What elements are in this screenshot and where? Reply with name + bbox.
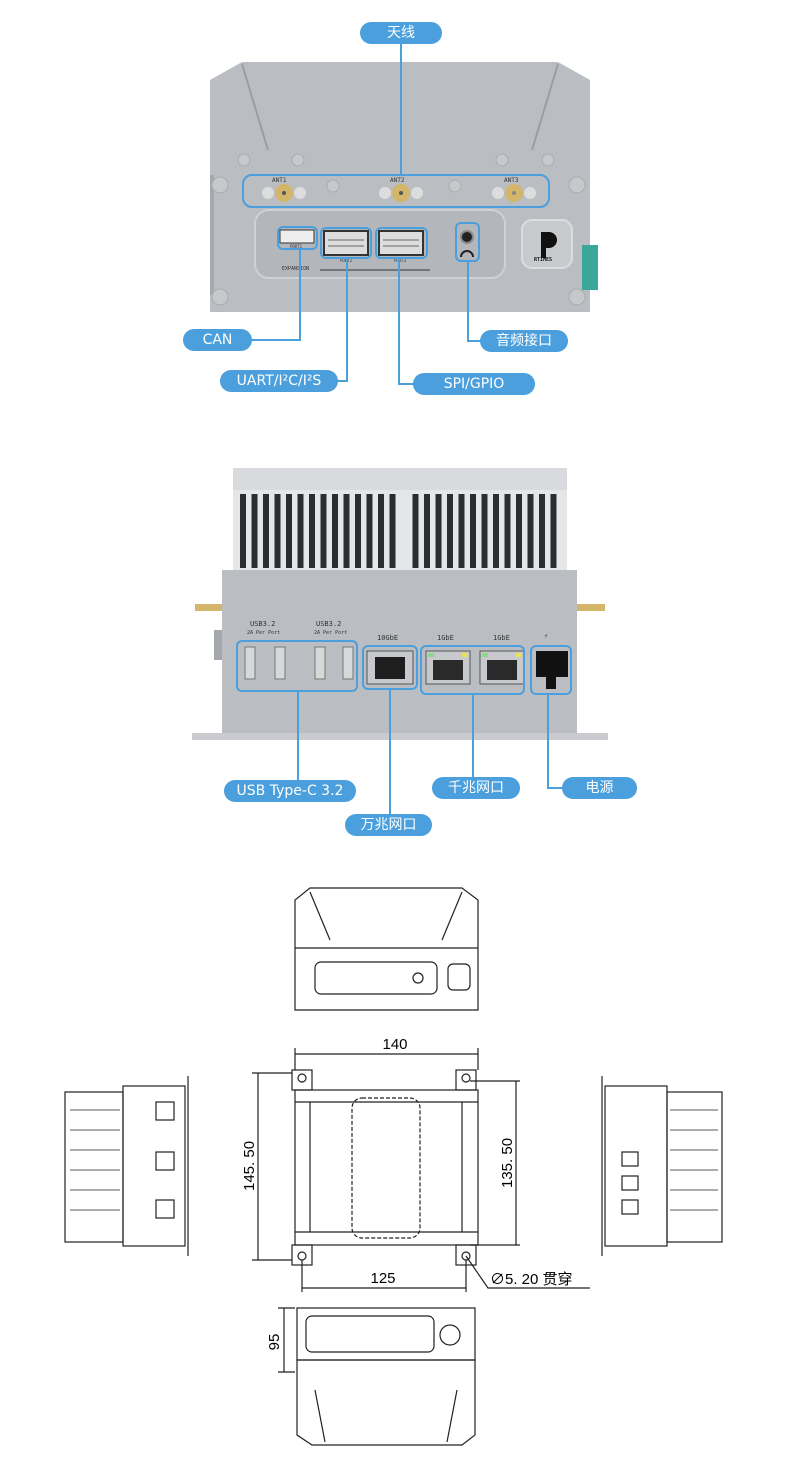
spi-gpio-callout: SPI/GPIO [413, 373, 535, 395]
ant1-label: ANT1 [272, 177, 287, 184]
heatsink-fin [320, 494, 327, 568]
heatsink-fin [366, 494, 373, 568]
hole-spacing-height: 135. 50 [499, 1138, 516, 1188]
dimension-drawings: 140 145. 50 135. 50 125 ∅5. 20 贯穿 95 [64, 887, 723, 1446]
heatsink-fin [263, 494, 269, 568]
heatsink-fin [274, 494, 281, 568]
port3-label: PORT3 [394, 258, 407, 263]
antenna-callout: 天线 [360, 22, 442, 44]
can-highlight [277, 226, 318, 250]
heatsink-fin [493, 494, 499, 568]
heatsink-fin [424, 494, 430, 568]
eth-label-10g: 10GbE [377, 634, 399, 642]
power-callout: 电源 [562, 777, 637, 799]
height-dimension: 145. 50 [241, 1141, 258, 1191]
rear-device-body [192, 468, 608, 740]
heatsink-fin [412, 494, 419, 568]
ant3-label: ANT3 [504, 177, 519, 184]
heatsink-fin [539, 494, 545, 568]
heatsink-fin [378, 494, 384, 568]
heatsink-fin [251, 494, 258, 568]
power-highlight [530, 645, 572, 695]
usb-callout: USB Type-C 3.2 [224, 780, 356, 802]
hole-spacing-width: 125 [370, 1270, 395, 1287]
heatsink-fin [355, 494, 361, 568]
port3-highlight [375, 227, 428, 259]
usb-label-1: USB3.2 [250, 620, 276, 628]
heatsink-fin [527, 494, 534, 568]
heatsink-fin [286, 494, 292, 568]
uart-callout: UART/I²C/I²S [220, 370, 338, 392]
1g-callout: 千兆网口 [432, 777, 520, 799]
depth-dimension: 95 [266, 1334, 283, 1351]
ant2-label: ANT2 [390, 177, 405, 184]
heatsink-fin [516, 494, 522, 568]
audio-highlight [455, 222, 480, 262]
audio-callout: 音频接口 [480, 330, 568, 352]
eth-label-1g-b: 1GbE [493, 634, 510, 642]
heatsink-fin [504, 494, 511, 568]
can-callout: CAN [183, 329, 252, 351]
usb-sub-1: 2A Per Port [247, 630, 281, 636]
usb-sub-2: 2A Per Port [314, 630, 348, 636]
heatsink-fin [481, 494, 488, 568]
1g-highlight [420, 645, 525, 695]
10g-highlight [362, 645, 418, 690]
heatsink-fin [332, 494, 338, 568]
heatsink-fin [343, 494, 350, 568]
usb-label-2: USB3.2 [316, 620, 342, 628]
heatsink-fin [458, 494, 465, 568]
top-device-body [210, 62, 598, 312]
expansion-label: EXPANSION [282, 266, 310, 272]
power-symbol-icon: ⚡ [544, 632, 549, 640]
port2-highlight [320, 227, 372, 259]
heatsink-fin [240, 494, 246, 568]
heatsink-fin [309, 494, 315, 568]
hole-diameter: ∅5. 20 贯穿 [490, 1271, 573, 1288]
heatsink-fin [470, 494, 476, 568]
heatsink-fin [297, 494, 304, 568]
heatsink-fin [447, 494, 453, 568]
port1-label: PORT1 [290, 244, 303, 249]
width-dimension: 140 [382, 1036, 407, 1053]
heatsink-fin [435, 494, 442, 568]
10g-callout: 万兆网口 [345, 814, 432, 836]
rtimes-logo: RTIMES [534, 257, 553, 263]
usb-highlight [236, 640, 358, 692]
heatsink-fin [550, 494, 557, 568]
heatsink-fin [389, 494, 396, 568]
eth-label-1g-a: 1GbE [437, 634, 454, 642]
antenna-highlight [242, 174, 550, 208]
